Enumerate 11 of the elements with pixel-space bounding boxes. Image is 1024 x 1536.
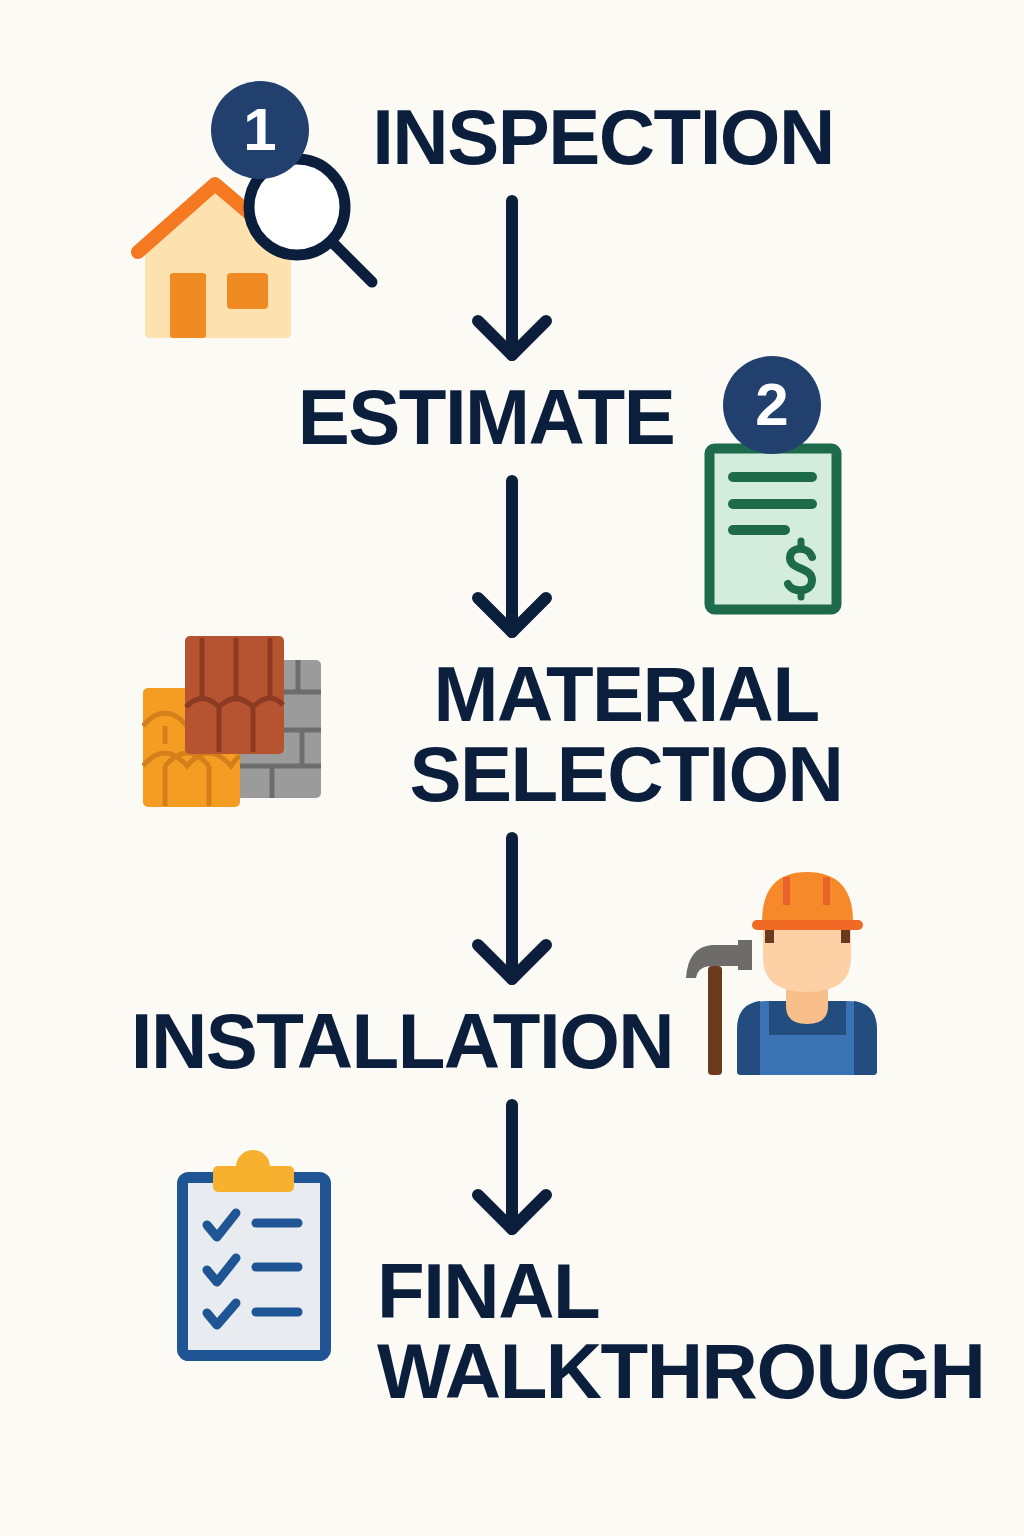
arrow xyxy=(472,475,552,638)
arrow xyxy=(472,832,552,985)
step-title: ESTIMATE xyxy=(297,377,675,457)
arrow xyxy=(472,195,552,361)
step-title: INSPECTION xyxy=(372,97,834,177)
step-number: 2 xyxy=(723,356,821,454)
step-title: MATERIAL SELECTION xyxy=(409,654,843,814)
arrow xyxy=(472,1099,552,1235)
step-title: INSTALLATION xyxy=(130,1001,674,1081)
step-number: 1 xyxy=(211,81,309,179)
step-title: FINAL WALKTHROUGH xyxy=(377,1251,1017,1411)
